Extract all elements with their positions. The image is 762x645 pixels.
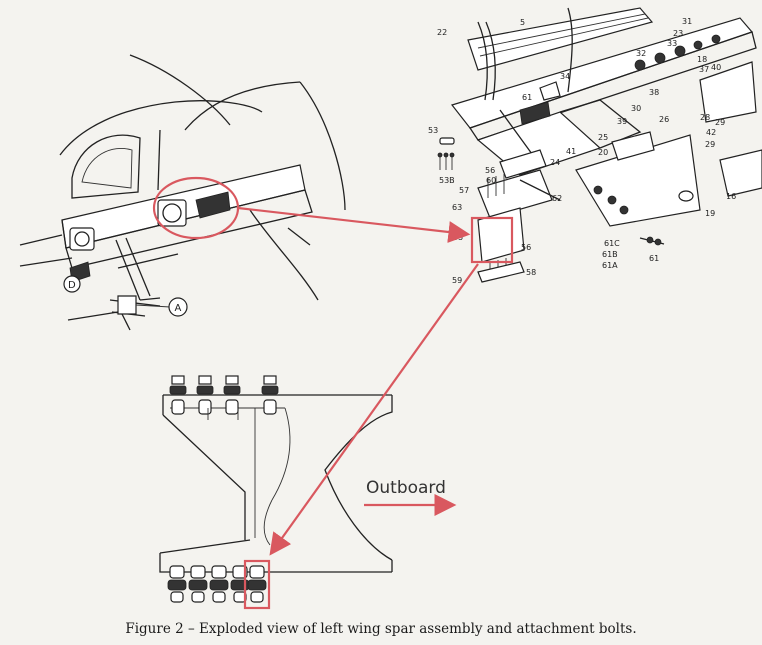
part-number: 39 bbox=[617, 117, 627, 126]
part-number: 22 bbox=[437, 28, 447, 37]
part-number: 58 bbox=[526, 268, 536, 277]
part-number: 31 bbox=[682, 17, 692, 26]
part-number: 32 bbox=[636, 49, 646, 58]
part-number: 57 bbox=[459, 186, 469, 195]
part-number: 37 bbox=[699, 65, 709, 74]
connector-arrow-top bbox=[237, 206, 471, 243]
part-number: 61A bbox=[602, 261, 618, 270]
part-number-labels: 22 5 31 23 33 32 18 37 40 34 38 61 30 39… bbox=[428, 17, 736, 285]
part-number: 16 bbox=[726, 192, 736, 201]
part-number: 30 bbox=[631, 104, 641, 113]
part-number: 41 bbox=[566, 147, 576, 156]
exploded-wing-view bbox=[437, 7, 762, 283]
bolt-group-53b bbox=[437, 152, 455, 170]
part-number: 24 bbox=[550, 158, 560, 167]
part-number: 33 bbox=[667, 39, 677, 48]
part-number: 29 bbox=[715, 118, 725, 127]
part-number: 60 bbox=[486, 176, 496, 185]
fuselage-view: D A bbox=[19, 54, 346, 331]
spar-fitting-detail bbox=[159, 375, 393, 610]
part-number: 61B bbox=[602, 250, 618, 259]
part-number: 61 bbox=[522, 93, 532, 102]
part-number: 56 bbox=[521, 243, 531, 252]
part-number: 18 bbox=[697, 55, 707, 64]
part-number: 38 bbox=[649, 88, 659, 97]
outboard-direction: Outboard bbox=[364, 478, 457, 516]
part-number: 61 bbox=[649, 254, 659, 263]
part-number: 56 bbox=[485, 166, 495, 175]
fitting-highlight-box bbox=[470, 216, 514, 264]
part-number: 42 bbox=[706, 128, 716, 137]
part-number: 59 bbox=[452, 276, 462, 285]
bolt-column-highlight-box bbox=[243, 559, 271, 610]
part-number: 19 bbox=[705, 209, 715, 218]
part-number: 5 bbox=[520, 18, 525, 27]
outboard-label: Outboard bbox=[366, 478, 446, 498]
part-number: 28 bbox=[700, 113, 710, 122]
part-number: 62 bbox=[552, 194, 562, 203]
part-number: 26 bbox=[659, 115, 669, 124]
part-number: 40 bbox=[711, 63, 721, 72]
top-bolt-row bbox=[169, 375, 279, 420]
part-number: 29 bbox=[705, 140, 715, 149]
figure-caption: Figure 2 – Exploded view of left wing sp… bbox=[125, 621, 637, 637]
part-number: 23 bbox=[673, 29, 683, 38]
callout-a-label: A bbox=[175, 303, 182, 314]
connector-arrow-bottom bbox=[269, 263, 479, 556]
part-number: 61C bbox=[604, 239, 620, 248]
part-number: 20 bbox=[598, 148, 608, 157]
spar-holes bbox=[634, 34, 721, 71]
callout-d-label: D bbox=[68, 280, 76, 291]
part-number: 34 bbox=[560, 72, 570, 81]
bottom-bolt-row bbox=[167, 565, 267, 603]
part-number: 25 bbox=[598, 133, 608, 142]
part-number: 53 bbox=[428, 126, 438, 135]
part-number: 63 bbox=[452, 203, 462, 212]
part-number: 53B bbox=[439, 176, 455, 185]
